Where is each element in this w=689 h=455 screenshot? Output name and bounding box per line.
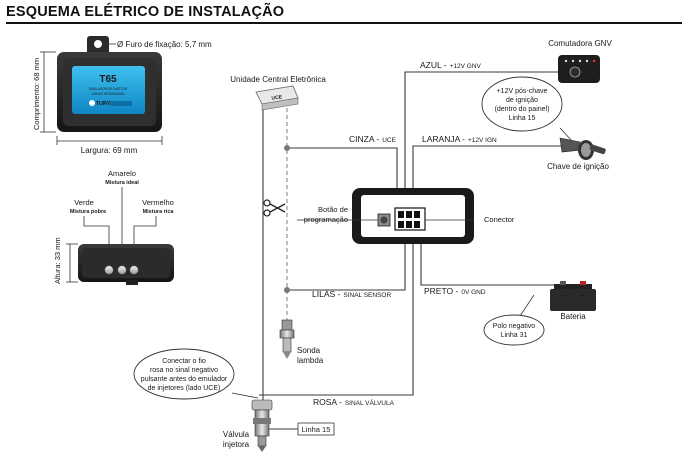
wire-labels: AZUL -+12V GNV LARANJA -+12V IGN CINZA -… <box>304 60 515 407</box>
ign-note-3: (dentro do painel) <box>495 106 550 113</box>
ign-note-2: de ignição <box>506 97 538 104</box>
conector-label: Conector <box>484 215 515 224</box>
laranja-label: LARANJA -+12V IGN <box>422 134 497 144</box>
comutadora-label: Comutadora GNV <box>548 39 612 48</box>
width-label: Largura: 69 mm <box>81 146 138 155</box>
pot-red-sub: Mistura rica <box>143 209 175 215</box>
pot-green-icon <box>104 265 114 275</box>
ignition-key-icon: Chave de ignição <box>547 137 609 171</box>
module-top-view: T65 EMULADOR DE INJETOR LINHAS INTEGRADA… <box>32 36 212 155</box>
callout-rosa: Conectar o fio rosa no sinal negativo pu… <box>133 348 259 400</box>
rosa-note-4: de injetores (lado UCE) <box>148 385 221 392</box>
svg-text:+: + <box>581 291 586 300</box>
wire-lilas <box>287 232 406 291</box>
linha15-label: Linha 15 <box>302 425 331 434</box>
botao-label-2: programação <box>304 215 348 224</box>
rosa-label: ROSA -SINAL VÁLVULA <box>313 397 395 407</box>
cinza-label: CINZA -UCE <box>349 134 397 144</box>
pot-green-label: Verde <box>74 198 94 207</box>
svg-text:⏻: ⏻ <box>573 70 578 77</box>
module-sub1: EMULADOR DE INJETOR <box>89 87 128 91</box>
page-title: ESQUEMA ELÉTRICO DE INSTALAÇÃO <box>6 4 285 20</box>
uce-unit: Unidade Central Eletrônica UCE <box>230 75 326 111</box>
polo-note-1: Polo negativo <box>493 323 536 330</box>
lilas-label: LILÁS -SINAL SENSOR <box>312 289 391 299</box>
sonda-label-2: lambda <box>297 356 324 365</box>
preto-label: PRETO -0V GND <box>424 286 486 296</box>
svg-text:TURY: TURY <box>587 76 595 80</box>
rosa-note-1: Conectar o fio <box>162 358 206 365</box>
wire-azul <box>404 71 558 212</box>
pot-red-icon <box>129 265 139 275</box>
valvula-label-1: Válvula <box>223 430 250 439</box>
azul-label: AZUL -+12V GNV <box>420 60 482 70</box>
bateria-label: Bateria <box>560 312 586 321</box>
ign-note-4: Linha 15 <box>509 115 536 122</box>
polo-note-2: Linha 31 <box>501 332 528 339</box>
linha15-box <box>297 422 335 436</box>
pot-yellow-icon <box>117 265 127 275</box>
module-sub2: LINHAS INTEGRADAS <box>91 92 124 96</box>
hole-diameter-label: Ø Furo de fixação: 5,7 mm <box>117 40 212 49</box>
injector-valve-icon: Válvula injetora <box>223 399 273 452</box>
brand-logo-icon <box>89 100 95 106</box>
lambda-sensor-icon: Sonda lambda <box>279 319 324 365</box>
gnv-switch: Comutadora GNV ⏻ TURY <box>548 39 612 83</box>
module-name: T65 <box>99 74 117 85</box>
rosa-note-2: rosa no sinal negativo <box>150 367 218 374</box>
pot-yellow-label: Amarelo <box>108 169 136 178</box>
connector-module <box>352 188 474 244</box>
brand-name: TURY <box>96 101 111 107</box>
rosa-note-3: pulsante antes do emulador <box>141 376 228 383</box>
uce-box-label: UCE <box>271 94 283 102</box>
sonda-label-1: Sonda <box>297 346 321 355</box>
svg-text:−: − <box>561 291 566 300</box>
callout-polo: Polo negativo Linha 31 <box>483 294 545 346</box>
valvula-label-2: injetora <box>223 440 250 449</box>
title-rule <box>6 22 682 24</box>
callout-ignition: +12V pós-chave de ignição (dentro do pai… <box>481 76 573 142</box>
module-side-view: Amarelo Mistura ideal Verde Mistura pobr… <box>53 169 174 285</box>
scissors-icon <box>263 199 286 217</box>
battery-icon: − + Bateria <box>550 281 596 321</box>
length-label: Comprimento: 68 mm <box>32 58 41 130</box>
chave-label: Chave de ignição <box>547 162 609 171</box>
height-label: Altura: 33 mm <box>53 237 62 284</box>
wire-rosa <box>259 232 414 396</box>
uce-title: Unidade Central Eletrônica <box>230 75 326 84</box>
junction-dot <box>284 287 290 293</box>
pot-yellow-sub: Mistura ideal <box>105 180 139 186</box>
junction-dot <box>284 145 290 151</box>
pot-green-sub: Mistura pobre <box>70 209 106 215</box>
pot-red-label: Vermelho <box>142 198 174 207</box>
ign-note-1: +12V pós-chave <box>497 88 548 95</box>
botao-label-1: Botão de <box>318 205 348 214</box>
